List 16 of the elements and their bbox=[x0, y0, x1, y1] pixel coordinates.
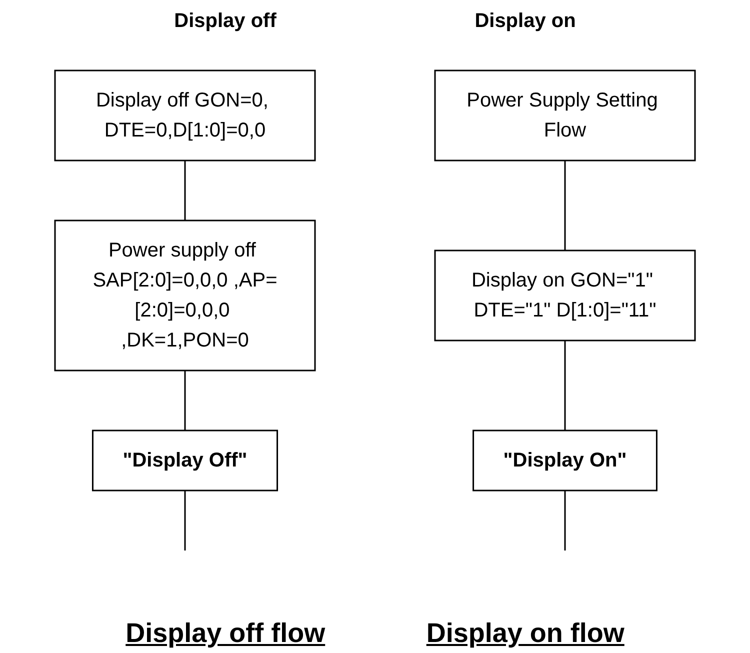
column-heading: Display on bbox=[474, 10, 576, 33]
flow-title: Display on flow bbox=[426, 618, 624, 649]
node-box: "Display On" bbox=[472, 430, 658, 492]
connector bbox=[564, 340, 566, 430]
connector bbox=[184, 490, 186, 550]
node-box: Power supply off SAP[2:0]=0,0,0 ,AP=[2:0]=0,0,0 ,DK=1,PON=0 bbox=[54, 220, 316, 372]
connector bbox=[564, 160, 566, 250]
column-heading: Display off bbox=[174, 10, 276, 33]
connector bbox=[184, 370, 186, 430]
connector bbox=[564, 490, 566, 550]
node-box: "Display Off" bbox=[92, 430, 278, 492]
node-box: Power Supply Setting Flow bbox=[434, 70, 696, 162]
flow-title: Display off flow bbox=[126, 618, 326, 649]
connector bbox=[184, 160, 186, 220]
node-box: Display off GON=0, DTE=0,D[1:0]=0,0 bbox=[54, 70, 316, 162]
node-box: Display on GON="1" DTE="1" D[1:0]="11" bbox=[434, 250, 696, 342]
